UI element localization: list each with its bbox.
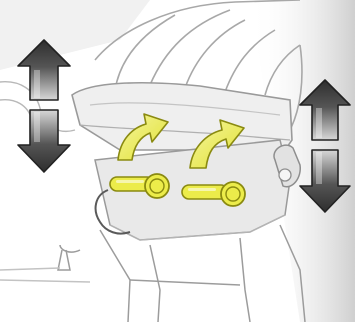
seat-adjustment-illustration: [0, 0, 355, 322]
illustration-canvas: [0, 0, 355, 322]
